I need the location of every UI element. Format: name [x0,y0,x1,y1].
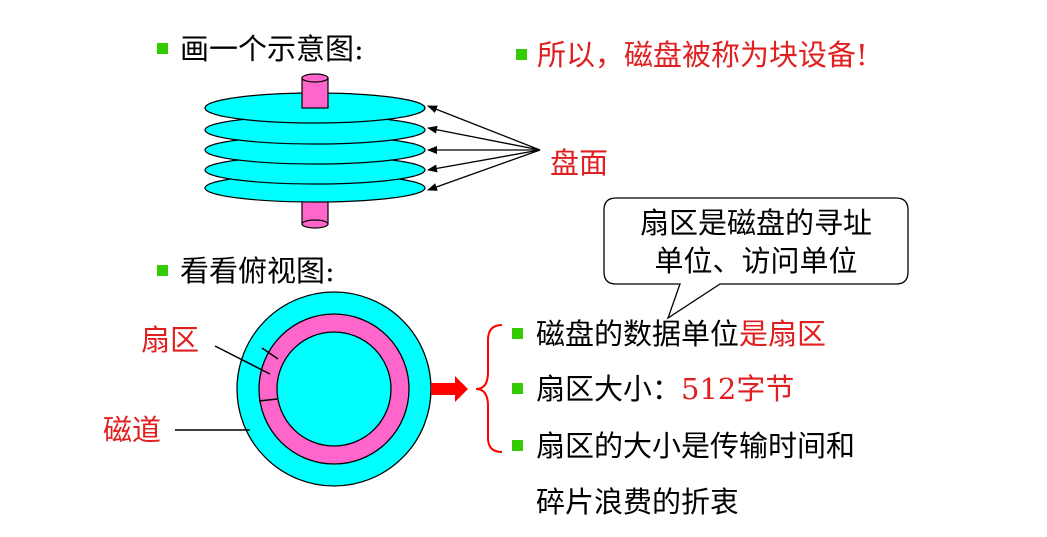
red-brace [475,324,503,453]
point-data-unit-highlight: 是扇区 [739,317,827,351]
sector-boundary-1 [261,347,279,360]
red-arrow-icon [431,376,468,402]
disk-stack [204,73,426,229]
inner-disk [276,331,392,447]
point-data-unit-text: 磁盘的数据单位 [536,317,740,351]
callout-text: 扇区是磁盘的寻址 单位、访问单位 [604,198,908,284]
label-track: 磁道 [103,413,162,447]
point-sector-size-text: 扇区大小： [536,372,682,406]
point-tradeoff-line-2: 碎片浪费的折衷 [536,485,740,519]
bullet-marker [512,440,523,451]
point-sector-size: 扇区大小：512字节 [536,373,794,405]
point-tradeoff-line-1: 扇区的大小是传输时间和 [536,429,856,463]
label-sector: 扇区 [141,323,200,357]
platter-arrows [427,105,541,191]
bullet-top-view: 看看俯视图: [180,254,335,288]
bullet-marker [516,49,527,60]
bullet-marker [157,265,168,276]
bullet-marker [157,43,168,54]
conclusion-text: 所以，磁盘被称为块设备! [537,38,868,72]
spindle-top-cap [301,73,329,83]
label-platter: 盘面 [550,146,609,180]
callout-line-1: 扇区是磁盘的寻址 [639,206,872,240]
sector-boundary-2 [258,398,278,402]
point-data-unit: 磁盘的数据单位是扇区 [536,318,826,350]
bullet-marker [512,328,523,339]
spindle-bottom-cap [301,219,329,229]
bullet-marker [512,383,523,394]
callout-bubble [603,197,909,320]
point-sector-size-highlight: 512字节 [681,372,795,406]
sector-pointer-line [214,345,271,375]
disk-top-view [236,291,432,487]
bullet-schematic: 画一个示意图: [180,32,364,66]
callout-line-2: 单位、访问单位 [654,244,858,278]
